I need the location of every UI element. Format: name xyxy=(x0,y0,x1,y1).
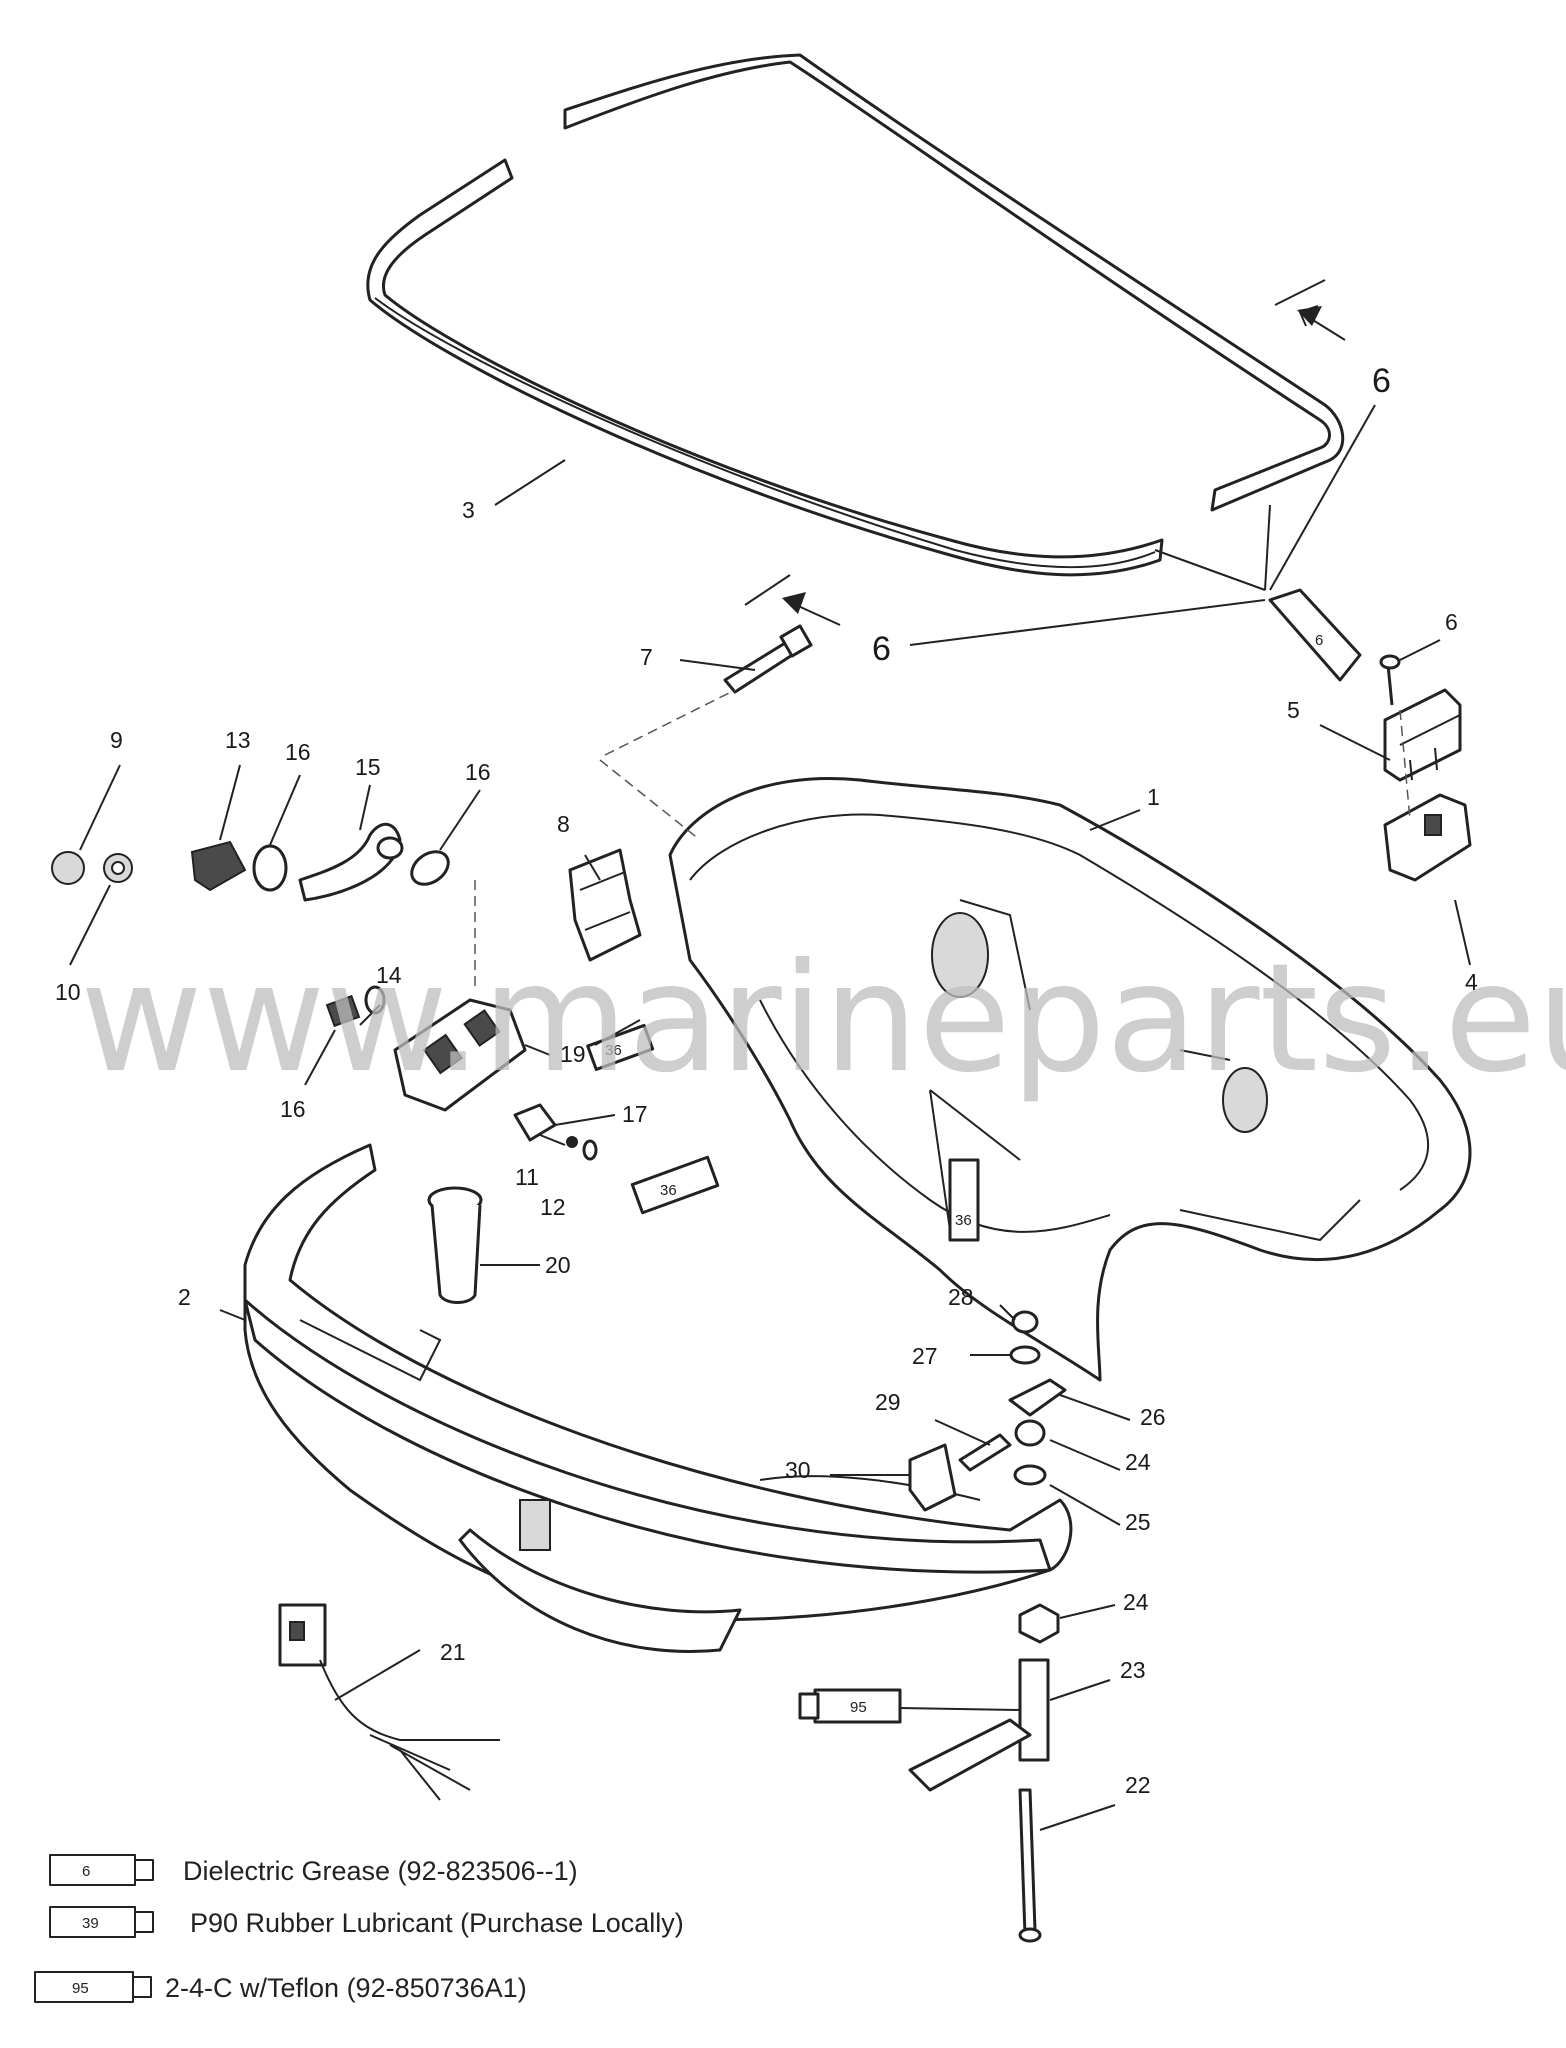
legend-text-p90-lubricant: P90 Rubber Lubricant (Purchase Locally) xyxy=(190,1908,684,1938)
tube-36-b: 36 xyxy=(630,1155,720,1215)
leader-lines xyxy=(69,404,1471,1831)
callout-19: 19 xyxy=(560,1041,586,1067)
callout-24-lower: 24 xyxy=(1123,1589,1149,1615)
grease-tubes: 6 36 36 36 95 xyxy=(586,588,1362,1724)
callout-7: 7 xyxy=(640,644,653,670)
callout-3: 3 xyxy=(462,497,475,523)
callout-27: 27 xyxy=(912,1343,938,1369)
callout-30: 30 xyxy=(785,1457,811,1483)
tube-36-b-label: 36 xyxy=(660,1182,677,1199)
legend-code-95: 95 xyxy=(72,1980,89,1997)
legend-text-dielectric-grease: Dielectric Grease (92-823506--1) xyxy=(183,1856,578,1886)
callout-29: 29 xyxy=(875,1389,901,1415)
tube-95-label: 95 xyxy=(850,1699,867,1716)
tube-95: 95 xyxy=(798,1688,902,1724)
tube-6: 6 xyxy=(1268,588,1362,682)
callout-6-screw: 6 xyxy=(1445,609,1458,635)
install-arrows xyxy=(744,279,1346,626)
legend-text-2-4-c-teflon: 2-4-C w/Teflon (92-850736A1) xyxy=(165,1973,527,2003)
legend-code-6: 6 xyxy=(82,1863,90,1880)
bottom-cowl xyxy=(243,1143,1073,1653)
callout-12: 12 xyxy=(540,1194,566,1220)
callout-11: 11 xyxy=(515,1164,539,1190)
callout-10: 10 xyxy=(55,979,81,1005)
top-cowl xyxy=(668,777,1472,1382)
callout-16-left: 16 xyxy=(285,739,311,765)
legend-item-2-4-c-teflon: 95 2-4-C w/Teflon (92-850736A1) xyxy=(34,1971,527,2003)
tube-36-a: 36 xyxy=(586,1023,655,1071)
callout-6-lower: 6 xyxy=(872,630,891,668)
tube-36-c-label: 36 xyxy=(955,1212,972,1229)
callout-24-upper: 24 xyxy=(1125,1449,1151,1475)
callout-13: 13 xyxy=(225,727,251,753)
tube-36-a-label: 36 xyxy=(605,1042,622,1059)
callout-16-bottom: 16 xyxy=(280,1096,306,1122)
legend-item-dielectric-grease: 6 Dielectric Grease (92-823506--1) xyxy=(49,1854,578,1886)
callout-numbers: 1 2 3 4 5 6 6 6 7 8 9 10 11 12 13 14 15 … xyxy=(55,362,1478,1798)
callout-9: 9 xyxy=(110,727,123,753)
callout-6-upper: 6 xyxy=(1372,362,1391,400)
callout-14: 14 xyxy=(376,962,402,988)
callout-25: 25 xyxy=(1125,1509,1151,1535)
legend-item-p90-lubricant: 39 P90 Rubber Lubricant (Purchase Locall… xyxy=(49,1906,684,1938)
callout-20: 20 xyxy=(545,1252,571,1278)
small-parts xyxy=(51,624,1472,1943)
callout-26: 26 xyxy=(1140,1404,1166,1430)
callout-17: 17 xyxy=(622,1101,648,1127)
callout-16-right: 16 xyxy=(465,759,491,785)
callout-21: 21 xyxy=(440,1639,466,1665)
tube-36-c: 36 xyxy=(948,1158,980,1242)
lubricant-legend: 6 Dielectric Grease (92-823506--1) 39 P9… xyxy=(34,1854,684,2003)
callout-4: 4 xyxy=(1465,969,1478,995)
tube-6-label: 6 xyxy=(1315,632,1323,649)
callout-8: 8 xyxy=(557,811,570,837)
callout-1: 1 xyxy=(1147,784,1160,810)
legend-code-39: 39 xyxy=(82,1915,99,1932)
callout-23: 23 xyxy=(1120,1657,1146,1683)
callout-22: 22 xyxy=(1125,1772,1151,1798)
cowl-seal xyxy=(366,53,1345,577)
callout-2: 2 xyxy=(178,1284,191,1310)
callout-28: 28 xyxy=(948,1284,974,1310)
callout-5: 5 xyxy=(1287,697,1300,723)
callout-15: 15 xyxy=(355,754,381,780)
watermark-text: www.marineparts.eu xyxy=(80,932,1566,1106)
